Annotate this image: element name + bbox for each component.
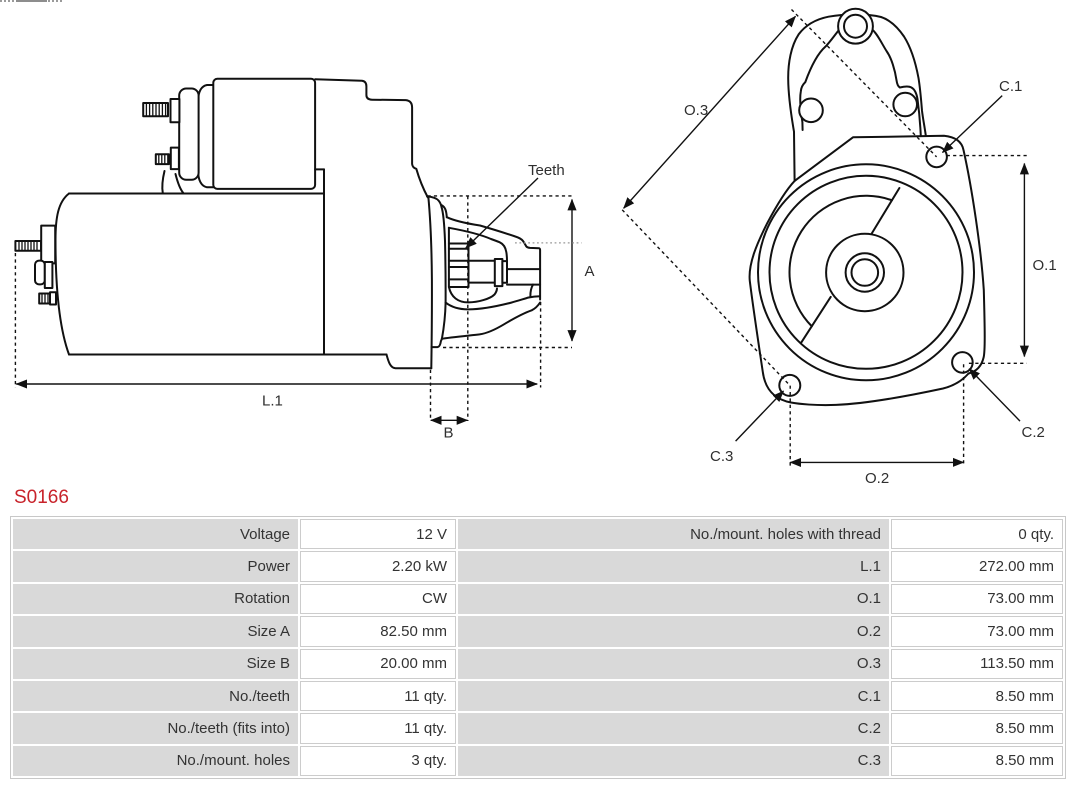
svg-text:C.3: C.3 — [710, 448, 733, 465]
svg-text:O.1: O.1 — [1033, 257, 1057, 274]
svg-text:L.1: L.1 — [262, 393, 283, 410]
svg-text:B: B — [444, 425, 454, 442]
svg-text:C.1: C.1 — [999, 78, 1022, 95]
svg-text:Teeth: Teeth — [528, 162, 565, 179]
svg-text:C.2: C.2 — [1022, 424, 1045, 441]
svg-text:O.2: O.2 — [865, 470, 889, 487]
svg-text:A: A — [585, 263, 595, 280]
svg-text:O.3: O.3 — [684, 102, 708, 119]
